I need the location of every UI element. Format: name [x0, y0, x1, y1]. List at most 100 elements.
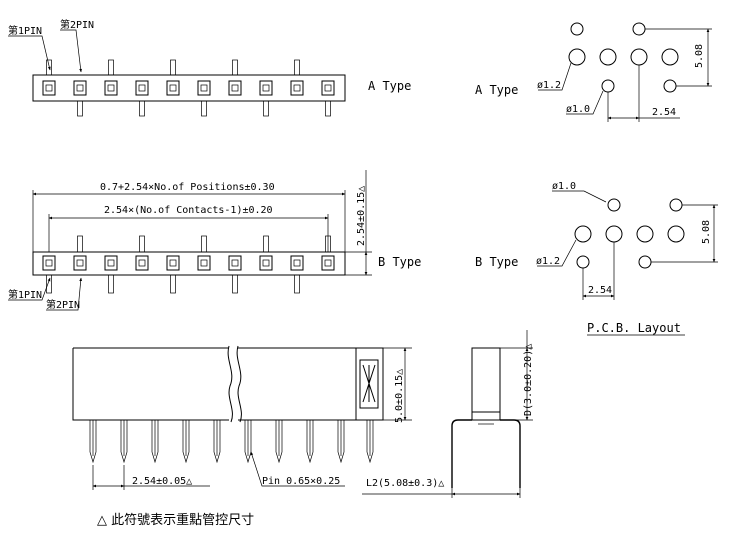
a-pin2-leader — [60, 29, 83, 73]
b-type-pin-lead — [170, 274, 176, 294]
side-pin — [151, 420, 159, 464]
b-type-contact — [290, 255, 304, 271]
a-pin2-label: 第2PIN — [60, 18, 94, 31]
b-pcb-hole — [607, 198, 621, 212]
b-type-contact-pin — [169, 259, 177, 267]
a-type-contact-pin — [262, 84, 270, 92]
body-height-dim: 5.0±0.15△ — [394, 369, 405, 423]
a-type-top-view: 第1PIN 第2PIN A Type — [8, 18, 411, 117]
b-body-height-dim: 2.54±0.15△ — [356, 186, 367, 246]
a-pcb-dia-large: ø1.2 — [537, 80, 561, 91]
a-type-contact — [104, 80, 118, 96]
pin-pitch-dim: 2.54±0.05△ — [132, 476, 192, 487]
a-type-contact-pin — [169, 84, 177, 92]
b-type-body — [32, 251, 346, 276]
end-view: D(3.0±0.20)△ L2(5.08±0.3)△ — [362, 330, 534, 498]
side-pin — [182, 420, 190, 464]
b-pcb-hole — [669, 198, 683, 212]
side-pin — [306, 420, 314, 464]
b-type-top-view: 0.7+2.54×No.of Positions±0.30 2.54×(No.o… — [8, 170, 421, 311]
a-type-contact-pin — [231, 84, 239, 92]
a-pcb-hole — [570, 22, 584, 36]
b-type-pin-lead — [139, 235, 145, 253]
a-type-pin-lead — [263, 100, 269, 117]
b-type-pin-lead — [201, 235, 207, 253]
b-type-pin-lead — [77, 235, 83, 253]
a-pin1-leader — [8, 35, 51, 71]
a-type-label: A Type — [368, 79, 411, 93]
b-type-contact — [259, 255, 273, 271]
a-type-pin-lead — [201, 100, 207, 117]
side-pin — [337, 420, 345, 464]
b-type-contact-pin — [200, 259, 208, 267]
b-type-contact — [228, 255, 242, 271]
a-type-contact — [42, 80, 56, 96]
b-type-contact-pin — [107, 259, 115, 267]
b-pin1-label: 第1PIN — [8, 288, 42, 301]
b-type-contact — [197, 255, 211, 271]
side-pin — [244, 420, 252, 464]
a-pcb-hole — [632, 22, 646, 36]
side-pin — [366, 420, 374, 464]
a-type-pin-lead — [170, 59, 176, 76]
b-type-contact — [73, 255, 87, 271]
a-type-contact — [321, 80, 335, 96]
b-type-pin-lead — [325, 235, 331, 253]
b-type-contact-pin — [138, 259, 146, 267]
b-type-contact-pin — [76, 259, 84, 267]
b-pcb-hole — [636, 225, 654, 243]
a-type-pcb-layout: A Type 5.08 2.54 ø1.2 ø1.0 — [475, 22, 712, 122]
b-type-pin-lead — [46, 274, 52, 294]
side-pin — [213, 420, 221, 464]
a-pin1-label: 第1PIN — [8, 24, 42, 37]
b-type-pin-lead — [263, 235, 269, 253]
side-view: 5.0±0.15△ 2.54±0.05△ Pin 0.65×0.25 — [72, 345, 412, 490]
side-pin — [120, 420, 128, 464]
a-pcb-hole — [630, 48, 648, 66]
a-type-body — [32, 74, 346, 102]
b-type-contact — [166, 255, 180, 271]
body-depth-dim: D(3.0±0.20)△ — [523, 344, 534, 416]
a-type-contact-pin — [200, 84, 208, 92]
a-type-pin-lead — [139, 100, 145, 117]
b-type-pin-lead — [108, 274, 114, 294]
b-pcb-hole — [576, 255, 590, 269]
b-pin2-label: 第2PIN — [46, 298, 80, 311]
a-type-contact-pin — [107, 84, 115, 92]
b-type-label: B Type — [378, 255, 421, 269]
a-type-pcb-label: A Type — [475, 83, 518, 97]
side-pin — [275, 420, 283, 464]
a-type-contact — [290, 80, 304, 96]
a-type-pin-lead — [77, 100, 83, 117]
a-type-pin-lead — [232, 59, 238, 76]
lead-span-dim: L2(5.08±0.3)△ — [366, 478, 444, 489]
b-type-contact — [135, 255, 149, 271]
b-type-pin-lead — [294, 274, 300, 294]
a-type-contact-pin — [45, 84, 53, 92]
a-pcb-row-dim: 5.08 — [694, 44, 705, 68]
b-type-contact-pin — [262, 259, 270, 267]
b-overall-length-dim: 0.7+2.54×No.of Positions±0.30 — [100, 182, 275, 193]
a-type-contact — [228, 80, 242, 96]
b-type-pcb-label: B Type — [475, 255, 518, 269]
b-pcb-hole — [605, 225, 623, 243]
b-type-contact-pin — [45, 259, 53, 267]
b-pcb-pitch-dim: 2.54 — [588, 285, 612, 296]
b-pcb-row-dim: 5.08 — [701, 220, 712, 244]
b-type-pin-lead — [232, 274, 238, 294]
b-type-contact — [104, 255, 118, 271]
side-pin — [89, 420, 97, 464]
a-type-pin-lead — [294, 59, 300, 76]
a-type-contact — [135, 80, 149, 96]
a-type-contact — [259, 80, 273, 96]
a-type-contact-pin — [138, 84, 146, 92]
a-type-contact — [73, 80, 87, 96]
a-type-contact-pin — [324, 84, 332, 92]
b-type-contact — [42, 255, 56, 271]
b-pcb-hole — [667, 225, 685, 243]
b-pcb-dia-small: ø1.0 — [552, 181, 576, 192]
a-type-contact — [197, 80, 211, 96]
a-pcb-hole — [661, 48, 679, 66]
b-type-contact-pin — [293, 259, 301, 267]
